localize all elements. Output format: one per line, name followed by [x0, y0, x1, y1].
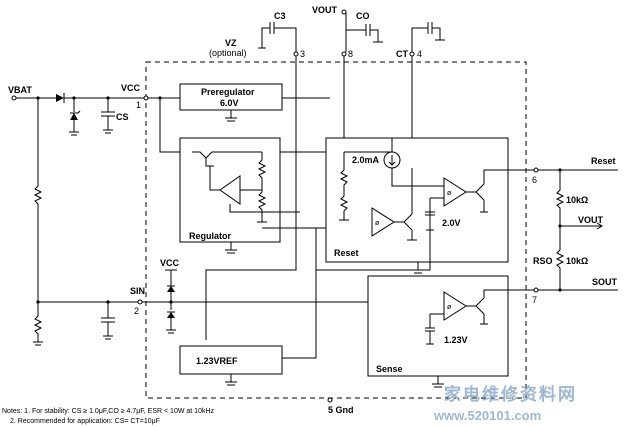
svg-text:Sense: Sense	[376, 364, 403, 374]
watermark-url: www.520101.com	[433, 408, 541, 423]
reset-comparator	[443, 177, 467, 207]
svg-text:ø: ø	[447, 190, 452, 197]
svg-text:2.0mA: 2.0mA	[352, 155, 380, 165]
svg-text:SIN: SIN	[130, 286, 145, 296]
note-1: Notes: 1. For stability: CS ≥ 1.0μF,CO ≥…	[2, 408, 215, 415]
input-diode	[56, 93, 65, 103]
svg-text:4: 4	[417, 49, 422, 59]
svg-text:VOUT: VOUT	[578, 215, 604, 225]
watermark-cn: 家电维修资料网	[444, 384, 577, 405]
svg-text:VOUT: VOUT	[312, 5, 338, 15]
svg-text:C3: C3	[274, 11, 286, 21]
svg-text:10kΩ: 10kΩ	[566, 195, 588, 205]
note-2: 2. Recommended for application: CS= CT=1…	[10, 418, 160, 425]
sense-comparator	[443, 291, 467, 321]
svg-text:CO: CO	[356, 11, 370, 21]
svg-text:3: 3	[300, 49, 305, 59]
svg-text:1: 1	[136, 100, 141, 110]
svg-text:ø: ø	[447, 304, 452, 311]
svg-text:10kΩ: 10kΩ	[566, 256, 588, 266]
svg-text:(optional): (optional)	[209, 48, 247, 58]
svg-text:8: 8	[348, 49, 353, 59]
svg-text:Regulator: Regulator	[189, 231, 232, 241]
svg-text:Reset: Reset	[591, 156, 616, 166]
preregulator-block	[179, 83, 283, 111]
reset-comparator-2	[371, 207, 395, 237]
svg-text:VCC: VCC	[160, 258, 180, 268]
svg-text:SOUT: SOUT	[592, 277, 618, 287]
svg-text:2.0V: 2.0V	[442, 218, 461, 228]
svg-text:6.0V: 6.0V	[220, 98, 239, 108]
svg-text:VCC: VCC	[121, 83, 141, 93]
svg-text:2: 2	[134, 306, 139, 316]
ic-outline	[145, 61, 527, 399]
svg-text:ø: ø	[375, 220, 380, 227]
vref-block	[179, 345, 283, 375]
vbat-label: VBAT	[8, 85, 32, 95]
svg-text:RSO: RSO	[533, 256, 553, 266]
svg-text:CT: CT	[396, 49, 408, 59]
svg-text:VZ: VZ	[225, 38, 237, 48]
svg-text:7: 7	[532, 295, 537, 305]
svg-text:1.23V: 1.23V	[444, 335, 468, 345]
svg-text:CS: CS	[116, 112, 129, 122]
zener-diode	[69, 98, 81, 136]
svg-text:1.23VREF: 1.23VREF	[196, 356, 238, 366]
svg-text:6: 6	[532, 175, 537, 185]
svg-text:5 Gnd: 5 Gnd	[328, 405, 354, 415]
reset-block	[325, 137, 509, 263]
svg-text:Preregulator: Preregulator	[201, 87, 255, 97]
svg-text:Reset: Reset	[334, 248, 359, 258]
pass-transistor	[192, 151, 262, 167]
sense-block	[367, 275, 509, 377]
cs-capacitor: CS	[101, 98, 129, 134]
